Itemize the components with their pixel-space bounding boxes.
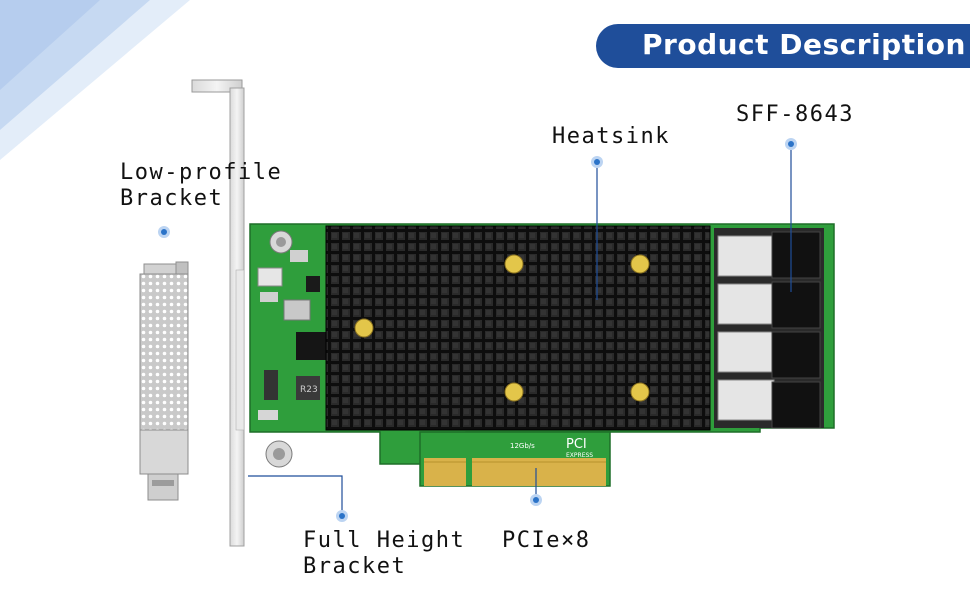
svg-text:R23: R23: [300, 385, 318, 395]
low-profile-label: Low-profile Bracket: [120, 160, 282, 212]
corner-decoration: [0, 0, 190, 160]
sff-8643-label: SFF-8643: [736, 102, 854, 127]
low-profile-label-line2: Bracket: [120, 186, 224, 211]
full-height-label-line1: Full Height: [303, 528, 466, 553]
pci-express-logo-icon: PCI EXPRESS 12Gb/s: [510, 437, 593, 459]
pcie-label: PCIe×8: [502, 528, 591, 553]
page-title: Product Description: [642, 28, 966, 61]
low-profile-bracket: [139, 261, 189, 501]
callout-lines: [248, 150, 792, 512]
full-height-bracket: [191, 79, 245, 547]
callout-dot-icon: [158, 138, 797, 522]
full-height-label-line2: Bracket: [303, 554, 407, 579]
header-banner: [596, 24, 970, 68]
svg-text:12Gb/s: 12Gb/s: [510, 442, 535, 450]
heatsink-label: Heatsink: [552, 124, 670, 149]
pcie-gold-fingers: [424, 458, 606, 486]
low-profile-label-line1: Low-profile: [120, 160, 283, 185]
svg-text:EXPRESS: EXPRESS: [566, 452, 593, 459]
sff-8643-connectors: [714, 228, 824, 429]
heatsink: [325, 225, 711, 431]
svg-text:PCI: PCI: [566, 437, 587, 452]
full-height-label: Full Height Bracket: [303, 528, 465, 580]
